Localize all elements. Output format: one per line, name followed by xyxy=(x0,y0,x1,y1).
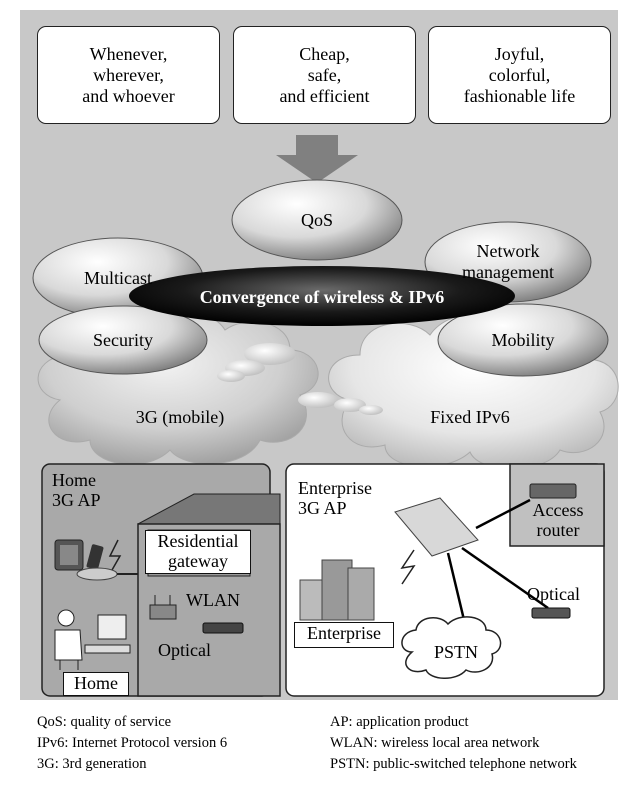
security-label: Security xyxy=(93,329,153,350)
home-label: Home xyxy=(63,672,129,696)
enterprise-label: Enterprise xyxy=(294,622,394,648)
residential-gateway-label: Residential gateway xyxy=(145,530,251,574)
link-line xyxy=(475,498,531,530)
enterprise-ap-title: Enterprise 3G AP xyxy=(298,478,372,518)
legend-item: 3G: 3rd generation xyxy=(37,756,147,772)
qos-label: QoS xyxy=(300,209,333,230)
enterprise-ap-device-icon xyxy=(394,497,479,557)
wlan-label: WLAN xyxy=(186,590,240,610)
wireless-signal-icon xyxy=(400,549,416,585)
multicast-label: Multicast xyxy=(84,267,152,288)
legend-item: IPv6: Internet Protocol version 6 xyxy=(37,735,228,751)
wireless-signal-icon xyxy=(108,539,122,571)
mobile-cloud-label: 3G (mobile) xyxy=(135,406,225,427)
goal-box-lifestyle: Joyful, colorful, fashionable life xyxy=(428,26,611,124)
home-optical-unit-icon xyxy=(202,622,244,634)
bubble-icon xyxy=(298,392,338,408)
convergence-ellipse xyxy=(129,266,515,326)
enterprise-optical-unit-icon xyxy=(531,607,571,619)
legend-item: QoS: quality of service xyxy=(37,714,172,730)
qos-ellipse xyxy=(231,179,403,261)
access-router-icon xyxy=(529,483,577,499)
access-router-panel xyxy=(509,463,605,547)
wlan-router-icon xyxy=(149,604,177,620)
legend-item: PSTN: public-switched telephone network xyxy=(330,756,577,772)
mobility-label: Mobility xyxy=(491,329,555,350)
user-at-computer-icon xyxy=(54,609,131,670)
bubble-icon xyxy=(359,405,383,415)
link-line xyxy=(461,546,549,610)
phone-handset-icon xyxy=(76,567,118,581)
legend-left: QoS: quality of service IPv6: Internet P… xyxy=(37,712,227,775)
enterprise-optical-label: Optical xyxy=(527,584,580,604)
bubble-icon xyxy=(244,343,296,365)
convergence-label: Convergence of wireless & IPv6 xyxy=(199,286,445,307)
home-ap-title: Home 3G AP xyxy=(52,470,101,510)
down-arrow-icon xyxy=(276,135,358,183)
network-management-label: Network management xyxy=(462,241,554,282)
home-optical-label: Optical xyxy=(158,640,211,660)
fixed-ipv6-cloud-label: Fixed IPv6 xyxy=(430,406,510,427)
bubble-icon xyxy=(334,398,366,412)
legend-right: AP: application product WLAN: wireless l… xyxy=(330,712,577,775)
mobile-phone-icon xyxy=(86,544,104,570)
pstn-cloud-icon xyxy=(401,616,502,679)
legend-item: WLAN: wireless local area network xyxy=(330,735,540,751)
pstn-label: PSTN xyxy=(434,642,479,662)
access-router-label: Access router xyxy=(532,500,584,540)
security-ellipse xyxy=(38,305,208,375)
goal-box-anywhere: Whenever, wherever, and whoever xyxy=(37,26,220,124)
enterprise-building-icon xyxy=(299,559,375,621)
mobility-ellipse xyxy=(437,303,609,377)
bubble-icon xyxy=(217,370,245,382)
goal-box-efficient: Cheap, safe, and efficient xyxy=(233,26,416,124)
legend-item: AP: application product xyxy=(330,714,469,730)
